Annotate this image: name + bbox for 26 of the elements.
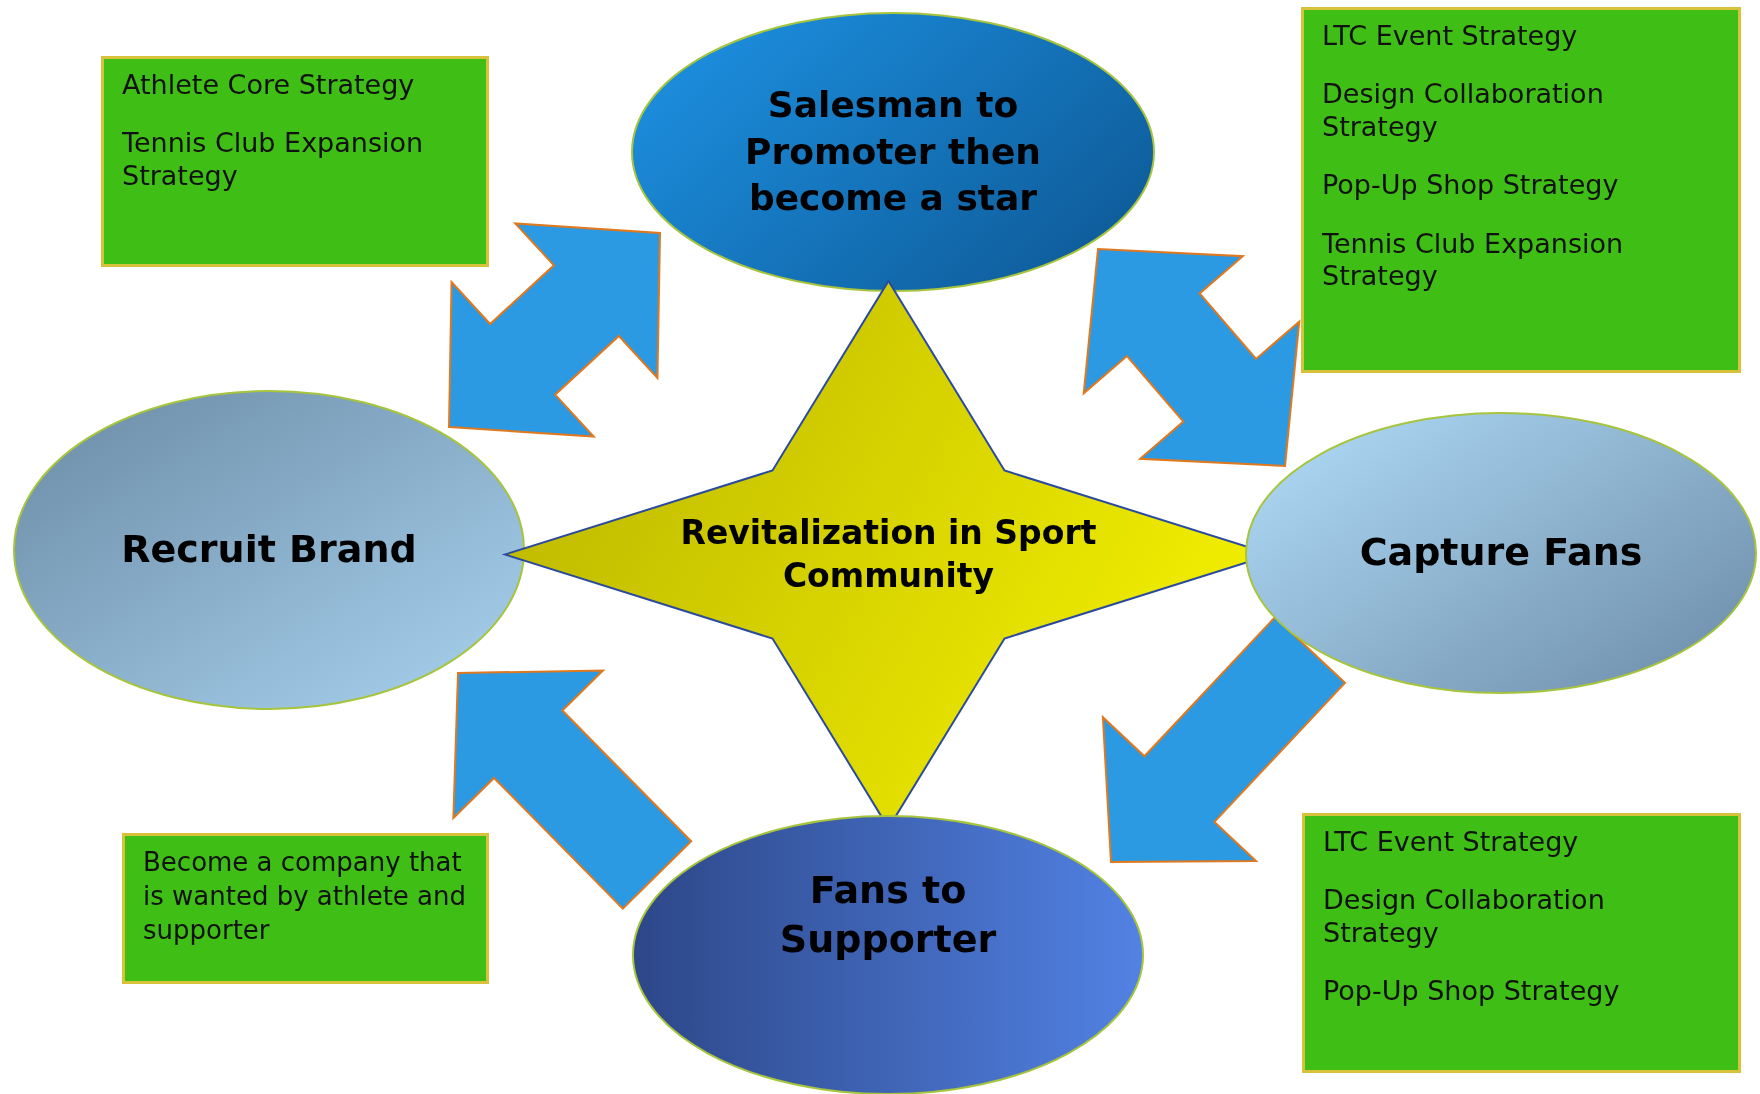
strategy-text: Pop-Up Shop Strategy <box>1322 169 1620 202</box>
strategy-text: Tennis Club Expansion Strategy <box>1322 227 1625 293</box>
oval-node <box>1245 412 1757 694</box>
strategy-box <box>122 833 489 984</box>
strategy-text: LTC Event Strategy <box>1322 20 1579 53</box>
block-arrow <box>1082 247 1301 468</box>
node-label: Salesman to Promoter then become a star <box>744 82 1042 221</box>
strategy-text: Design Collaboration Strategy <box>1323 884 1606 950</box>
strategy-box <box>1301 7 1741 373</box>
strategy-box <box>1302 813 1741 1073</box>
node-label: Recruit Brand <box>121 526 417 574</box>
strategy-text: Tennis Club Expansion Strategy <box>122 127 425 193</box>
block-arrow <box>448 222 661 438</box>
node-label: Fans to Supporter <box>778 866 998 963</box>
node-label: Revitalization in Sport Community <box>679 511 1098 597</box>
strategy-text: Pop-Up Shop Strategy <box>1323 975 1621 1008</box>
strategy-box <box>101 56 489 267</box>
strategy-text: Design Collaboration Strategy <box>1322 78 1605 144</box>
strategy-text: LTC Event Strategy <box>1323 826 1580 859</box>
strategy-text: Become a company that is wanted by athlete and supporter <box>143 846 468 947</box>
strategy-text: Athlete Core Strategy <box>122 69 416 102</box>
oval-node <box>13 390 525 710</box>
oval-node <box>631 12 1155 292</box>
node-label: Capture Fans <box>1359 529 1643 577</box>
block-arrow <box>452 669 693 911</box>
block-arrow <box>1101 615 1347 863</box>
